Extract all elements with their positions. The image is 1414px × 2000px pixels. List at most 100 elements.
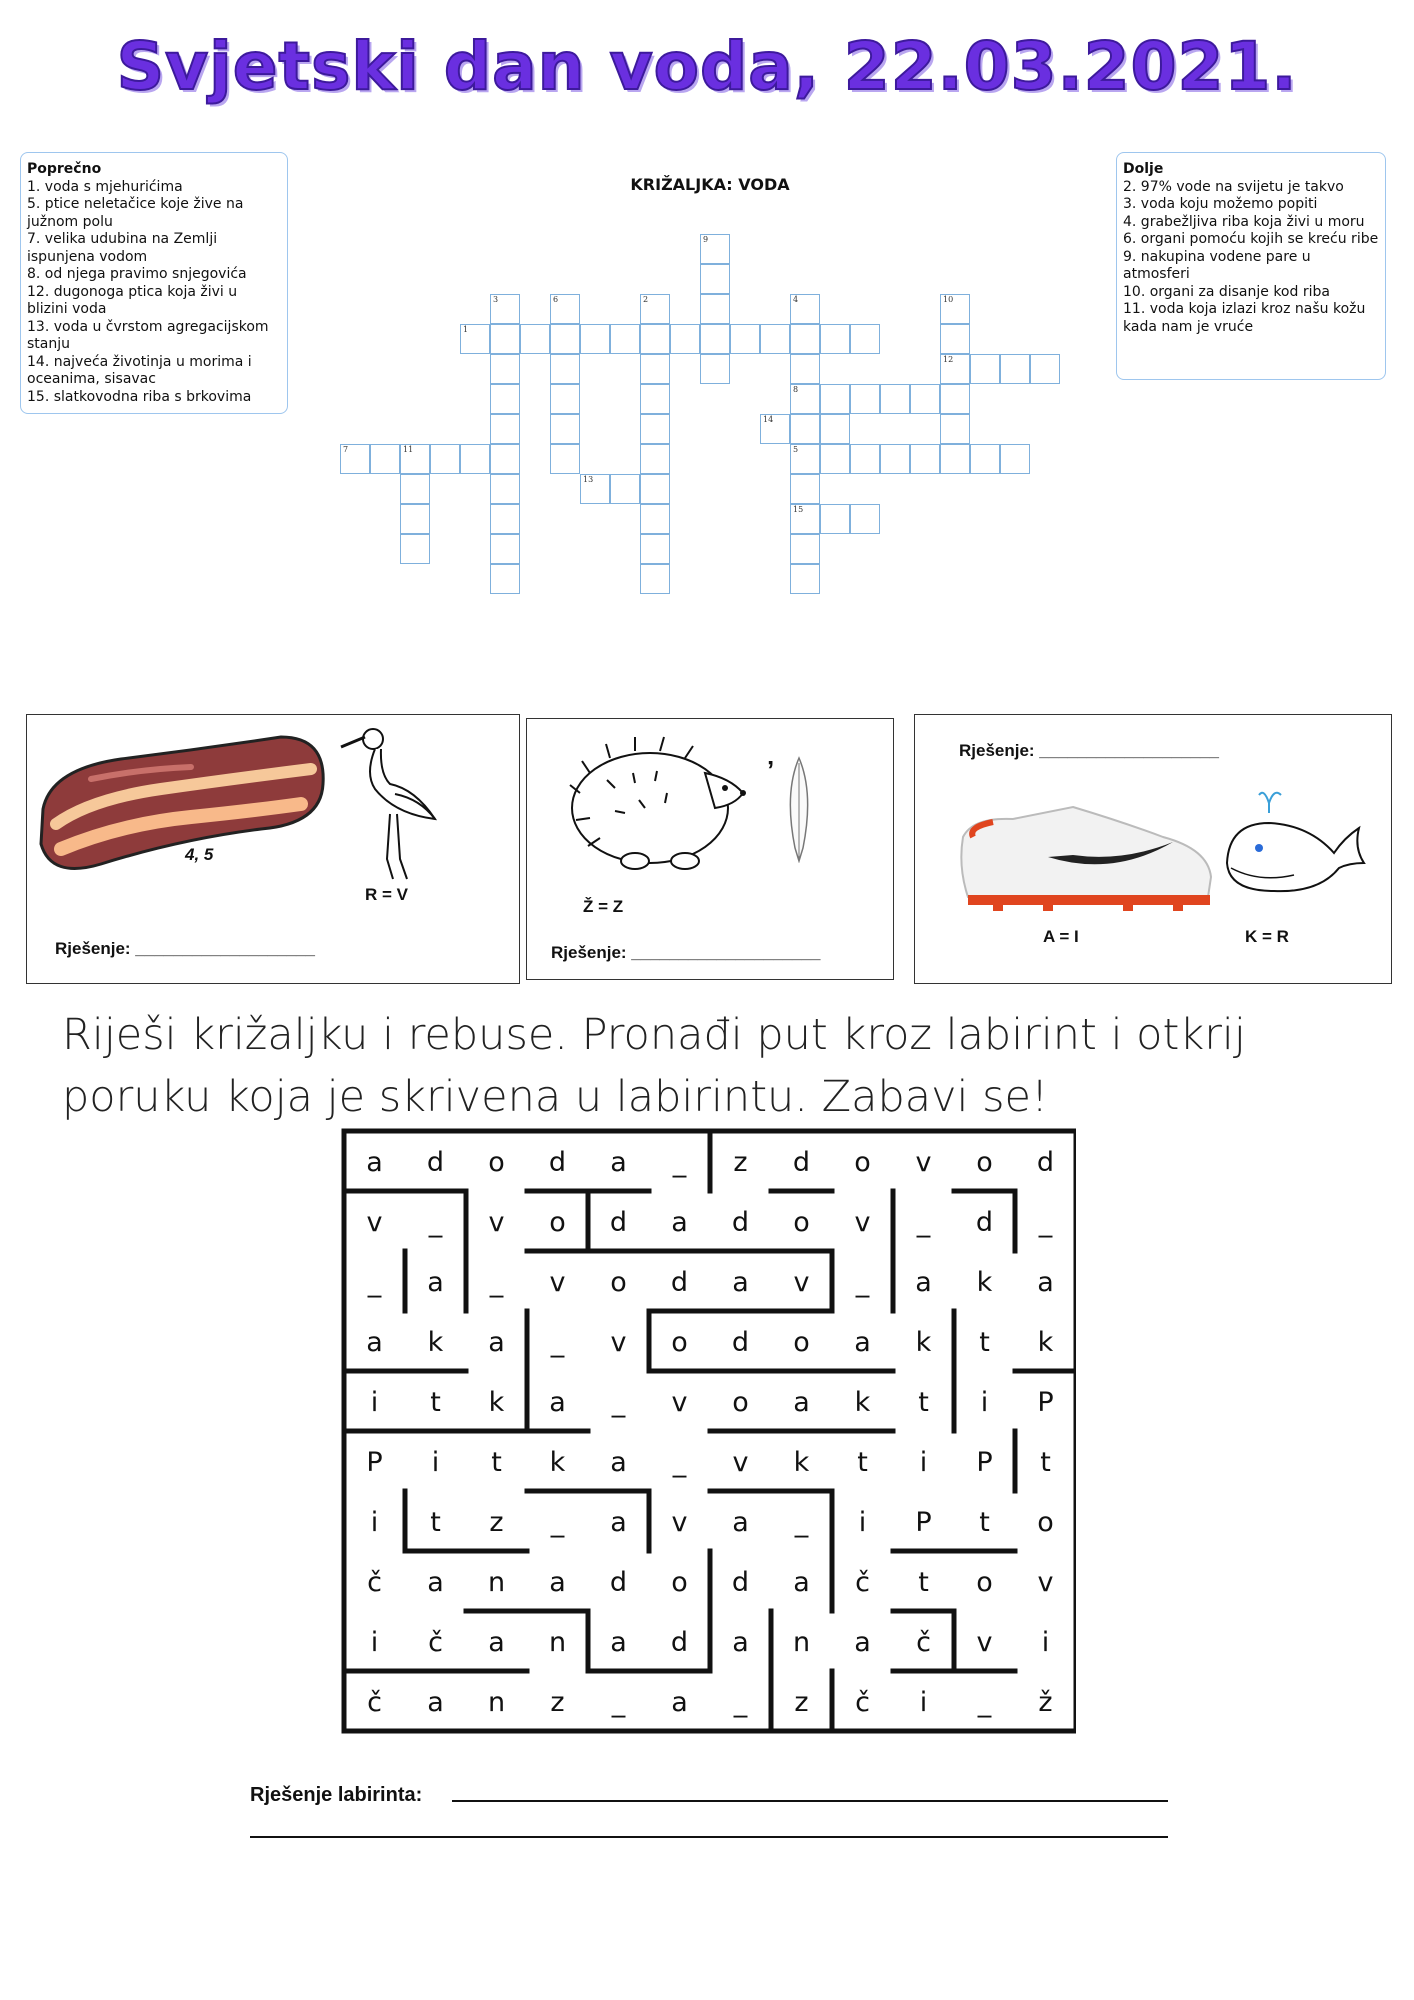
crossword-cell[interactable] xyxy=(400,504,430,534)
maze-answer-line-1[interactable] xyxy=(452,1800,1168,1802)
crossword-cell[interactable] xyxy=(790,564,820,594)
across-heading: Poprečno xyxy=(27,161,102,177)
crossword-cell[interactable] xyxy=(730,324,760,354)
crossword-cell[interactable] xyxy=(640,414,670,444)
crossword-cell[interactable]: 10 xyxy=(940,294,970,324)
maze-letter: t xyxy=(430,1507,441,1538)
crossword-cell[interactable] xyxy=(520,324,550,354)
crossword-cell[interactable] xyxy=(490,504,520,534)
crossword-cell[interactable] xyxy=(430,444,460,474)
stork-image xyxy=(340,728,438,880)
crossword-cell[interactable] xyxy=(550,444,580,474)
crossword-cell[interactable] xyxy=(790,534,820,564)
crossword-cell[interactable] xyxy=(670,324,700,354)
crossword-cell[interactable] xyxy=(790,414,820,444)
crossword-cell[interactable] xyxy=(910,384,940,414)
page-title: Svjetski dan voda, 22.03.2021. xyxy=(116,27,1298,106)
crossword-cell[interactable]: 3 xyxy=(490,294,520,324)
crossword-cell[interactable]: 11 xyxy=(400,444,430,474)
crossword-cell[interactable]: 7 xyxy=(340,444,370,474)
crossword-cell[interactable]: 8 xyxy=(790,384,820,414)
crossword-cell[interactable] xyxy=(490,474,520,504)
crossword-cell[interactable]: 2 xyxy=(640,294,670,324)
crossword-cell[interactable] xyxy=(850,324,880,354)
crossword-cell[interactable] xyxy=(790,474,820,504)
crossword-cell[interactable] xyxy=(400,534,430,564)
crossword-cell[interactable] xyxy=(940,324,970,354)
crossword-clue-number: 5 xyxy=(793,445,799,454)
crossword-cell[interactable] xyxy=(640,564,670,594)
maze-letter: a xyxy=(671,1207,688,1238)
crossword-cell[interactable] xyxy=(940,414,970,444)
crossword-cell[interactable] xyxy=(700,324,730,354)
crossword-cell[interactable] xyxy=(700,264,730,294)
crossword-cell[interactable] xyxy=(820,414,850,444)
crossword-cell[interactable] xyxy=(580,324,610,354)
crossword-cell[interactable] xyxy=(640,474,670,504)
crossword-cell[interactable] xyxy=(1000,444,1030,474)
crossword-cell[interactable] xyxy=(820,504,850,534)
crossword-cell[interactable]: 13 xyxy=(580,474,610,504)
crossword-cell[interactable] xyxy=(760,324,790,354)
across-clue: 12. dugonoga ptica koja živi u blizini v… xyxy=(27,283,238,318)
crossword-cell[interactable] xyxy=(850,444,880,474)
crossword-cell[interactable] xyxy=(970,444,1000,474)
crossword-cell[interactable] xyxy=(880,444,910,474)
crossword-cell[interactable] xyxy=(550,384,580,414)
crossword-cell[interactable] xyxy=(700,294,730,324)
crossword-cell[interactable] xyxy=(820,324,850,354)
crossword-cell[interactable] xyxy=(1000,354,1030,384)
crossword-cell[interactable]: 6 xyxy=(550,294,580,324)
crossword-cell[interactable] xyxy=(490,534,520,564)
crossword-cell[interactable] xyxy=(910,444,940,474)
maze-letter: _ xyxy=(611,1687,626,1718)
maze-letter: z xyxy=(489,1507,503,1538)
crossword-cell[interactable]: 4 xyxy=(790,294,820,324)
maze-letter: n xyxy=(549,1627,566,1658)
crossword-cell[interactable] xyxy=(1030,354,1060,384)
crossword-cell[interactable]: 15 xyxy=(790,504,820,534)
crossword-cell[interactable] xyxy=(490,564,520,594)
crossword-cell[interactable] xyxy=(790,354,820,384)
crossword-cell[interactable] xyxy=(640,534,670,564)
crossword-cell[interactable] xyxy=(820,444,850,474)
crossword-cell[interactable]: 5 xyxy=(790,444,820,474)
crossword-cell[interactable] xyxy=(370,444,400,474)
crossword-cell[interactable] xyxy=(880,384,910,414)
crossword-cell[interactable] xyxy=(640,444,670,474)
crossword-clue-number: 13 xyxy=(583,475,594,484)
crossword-cell[interactable] xyxy=(490,354,520,384)
maze-letter: o xyxy=(610,1267,627,1298)
crossword-cell[interactable] xyxy=(820,384,850,414)
crossword-cell[interactable] xyxy=(790,324,820,354)
crossword-cell[interactable] xyxy=(970,354,1000,384)
crossword-cell[interactable] xyxy=(400,474,430,504)
maze-answer-line-2[interactable] xyxy=(250,1836,1168,1838)
crossword-cell[interactable] xyxy=(550,324,580,354)
crossword-cell[interactable] xyxy=(610,324,640,354)
crossword-cell[interactable] xyxy=(640,354,670,384)
crossword-cell[interactable] xyxy=(640,324,670,354)
crossword-cell[interactable] xyxy=(550,354,580,384)
crossword-cell[interactable] xyxy=(490,384,520,414)
maze-letter: n xyxy=(488,1567,505,1598)
crossword-cell[interactable] xyxy=(850,384,880,414)
crossword-cell[interactable] xyxy=(700,354,730,384)
crossword-cell[interactable] xyxy=(490,414,520,444)
crossword-cell[interactable] xyxy=(850,504,880,534)
crossword-cell[interactable]: 1 xyxy=(460,324,490,354)
crossword-cell[interactable]: 14 xyxy=(760,414,790,444)
maze-letter: a xyxy=(366,1147,383,1178)
crossword-cell[interactable] xyxy=(610,474,640,504)
crossword-cell[interactable] xyxy=(940,384,970,414)
crossword-cell[interactable]: 12 xyxy=(940,354,970,384)
crossword-cell[interactable] xyxy=(490,444,520,474)
crossword-cell[interactable]: 9 xyxy=(700,234,730,264)
crossword-cell[interactable] xyxy=(550,414,580,444)
maze-letter: t xyxy=(918,1567,929,1598)
crossword-cell[interactable] xyxy=(940,444,970,474)
crossword-cell[interactable] xyxy=(640,504,670,534)
crossword-cell[interactable] xyxy=(460,444,490,474)
crossword-cell[interactable] xyxy=(640,384,670,414)
crossword-cell[interactable] xyxy=(490,324,520,354)
